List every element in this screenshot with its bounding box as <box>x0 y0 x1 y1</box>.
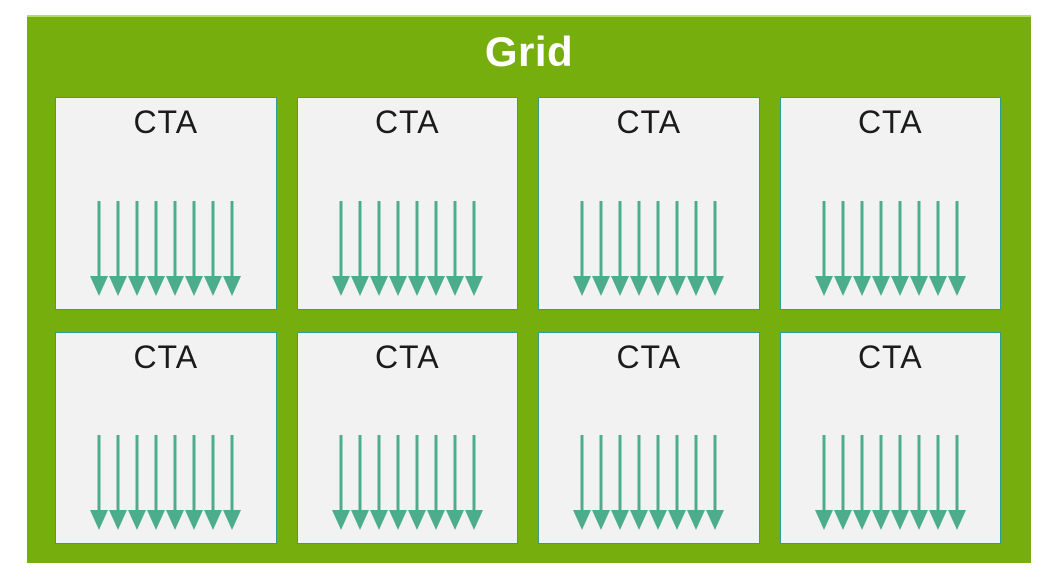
thread-arrows <box>814 435 966 530</box>
thread-arrow-icon <box>128 201 147 296</box>
thread-arrow-icon <box>573 201 592 296</box>
thread-arrow-icon <box>464 201 483 296</box>
thread-arrow-icon <box>814 435 833 530</box>
cta-label: CTA <box>374 104 440 140</box>
cta-block: CTA <box>296 331 518 544</box>
thread-arrows <box>90 201 242 296</box>
thread-arrow-icon <box>388 201 407 296</box>
thread-arrow-icon <box>90 435 109 530</box>
thread-arrow-icon <box>147 435 166 530</box>
thread-arrow-icon <box>706 201 725 296</box>
thread-arrow-icon <box>592 435 611 530</box>
thread-arrow-icon <box>185 435 204 530</box>
thread-arrow-icon <box>464 435 483 530</box>
thread-arrow-icon <box>947 201 966 296</box>
thread-arrow-icon <box>890 201 909 296</box>
thread-arrow-icon <box>649 435 668 530</box>
thread-arrow-icon <box>426 201 445 296</box>
thread-arrow-icon <box>871 435 890 530</box>
thread-arrow-icon <box>928 201 947 296</box>
thread-arrow-icon <box>852 435 871 530</box>
thread-arrow-icon <box>147 201 166 296</box>
thread-arrow-icon <box>426 435 445 530</box>
thread-arrow-icon <box>128 435 147 530</box>
thread-arrows <box>331 201 483 296</box>
grid-title: Grid <box>484 28 574 75</box>
thread-arrow-icon <box>166 201 185 296</box>
thread-arrow-icon <box>668 435 687 530</box>
thread-arrow-icon <box>630 435 649 530</box>
thread-arrow-icon <box>185 201 204 296</box>
cta-block: CTA <box>779 97 1001 310</box>
thread-arrow-icon <box>109 201 128 296</box>
thread-arrow-icon <box>947 435 966 530</box>
thread-arrow-icon <box>649 201 668 296</box>
cta-block: CTA <box>296 97 518 310</box>
cta-block: CTA <box>538 97 760 310</box>
thread-arrow-icon <box>407 201 426 296</box>
cta-label: CTA <box>374 338 440 375</box>
thread-arrow-icon <box>90 201 109 296</box>
thread-arrows <box>573 201 725 296</box>
thread-arrows <box>814 201 966 296</box>
cta-label: CTA <box>857 338 923 375</box>
cta-block: CTA <box>55 97 277 310</box>
thread-arrow-icon <box>909 201 928 296</box>
cta-grid: CTA CTA CTA CTA CTA CTA CTA CTA <box>55 97 1001 544</box>
thread-arrow-icon <box>706 435 725 530</box>
thread-arrows <box>573 435 725 530</box>
thread-arrow-icon <box>204 435 223 530</box>
thread-arrow-icon <box>630 201 649 296</box>
thread-arrow-icon <box>687 435 706 530</box>
cta-label: CTA <box>133 338 199 375</box>
thread-arrow-icon <box>388 435 407 530</box>
thread-arrow-icon <box>890 435 909 530</box>
thread-arrow-icon <box>204 201 223 296</box>
grid-container: Grid CTA CTA CTA CTA CTA CTA CTA CTA <box>27 15 1031 563</box>
cta-label: CTA <box>133 104 199 140</box>
thread-arrow-icon <box>331 435 350 530</box>
cta-label: CTA <box>616 338 682 375</box>
thread-arrow-icon <box>573 435 592 530</box>
thread-arrow-icon <box>687 201 706 296</box>
cta-block: CTA <box>779 331 1001 544</box>
thread-arrow-icon <box>611 435 630 530</box>
thread-arrow-icon <box>331 201 350 296</box>
thread-arrow-icon <box>611 201 630 296</box>
thread-arrow-icon <box>369 435 388 530</box>
thread-arrows <box>331 435 483 530</box>
thread-arrow-icon <box>407 435 426 530</box>
cta-block: CTA <box>538 331 760 544</box>
thread-arrow-icon <box>350 435 369 530</box>
thread-arrow-icon <box>833 435 852 530</box>
thread-arrow-icon <box>223 435 242 530</box>
thread-arrow-icon <box>445 435 464 530</box>
thread-arrow-icon <box>928 435 947 530</box>
cta-label: CTA <box>616 104 682 140</box>
thread-arrow-icon <box>223 201 242 296</box>
thread-arrow-icon <box>166 435 185 530</box>
thread-arrow-icon <box>445 201 464 296</box>
thread-arrow-icon <box>350 201 369 296</box>
thread-arrows <box>90 435 242 530</box>
thread-arrow-icon <box>109 435 128 530</box>
thread-arrow-icon <box>592 201 611 296</box>
thread-arrow-icon <box>814 201 833 296</box>
thread-arrow-icon <box>871 201 890 296</box>
cta-block: CTA <box>55 331 277 544</box>
thread-arrow-icon <box>833 201 852 296</box>
thread-arrow-icon <box>909 435 928 530</box>
thread-arrow-icon <box>852 201 871 296</box>
cta-label: CTA <box>857 104 923 140</box>
thread-arrow-icon <box>668 201 687 296</box>
thread-arrow-icon <box>369 201 388 296</box>
